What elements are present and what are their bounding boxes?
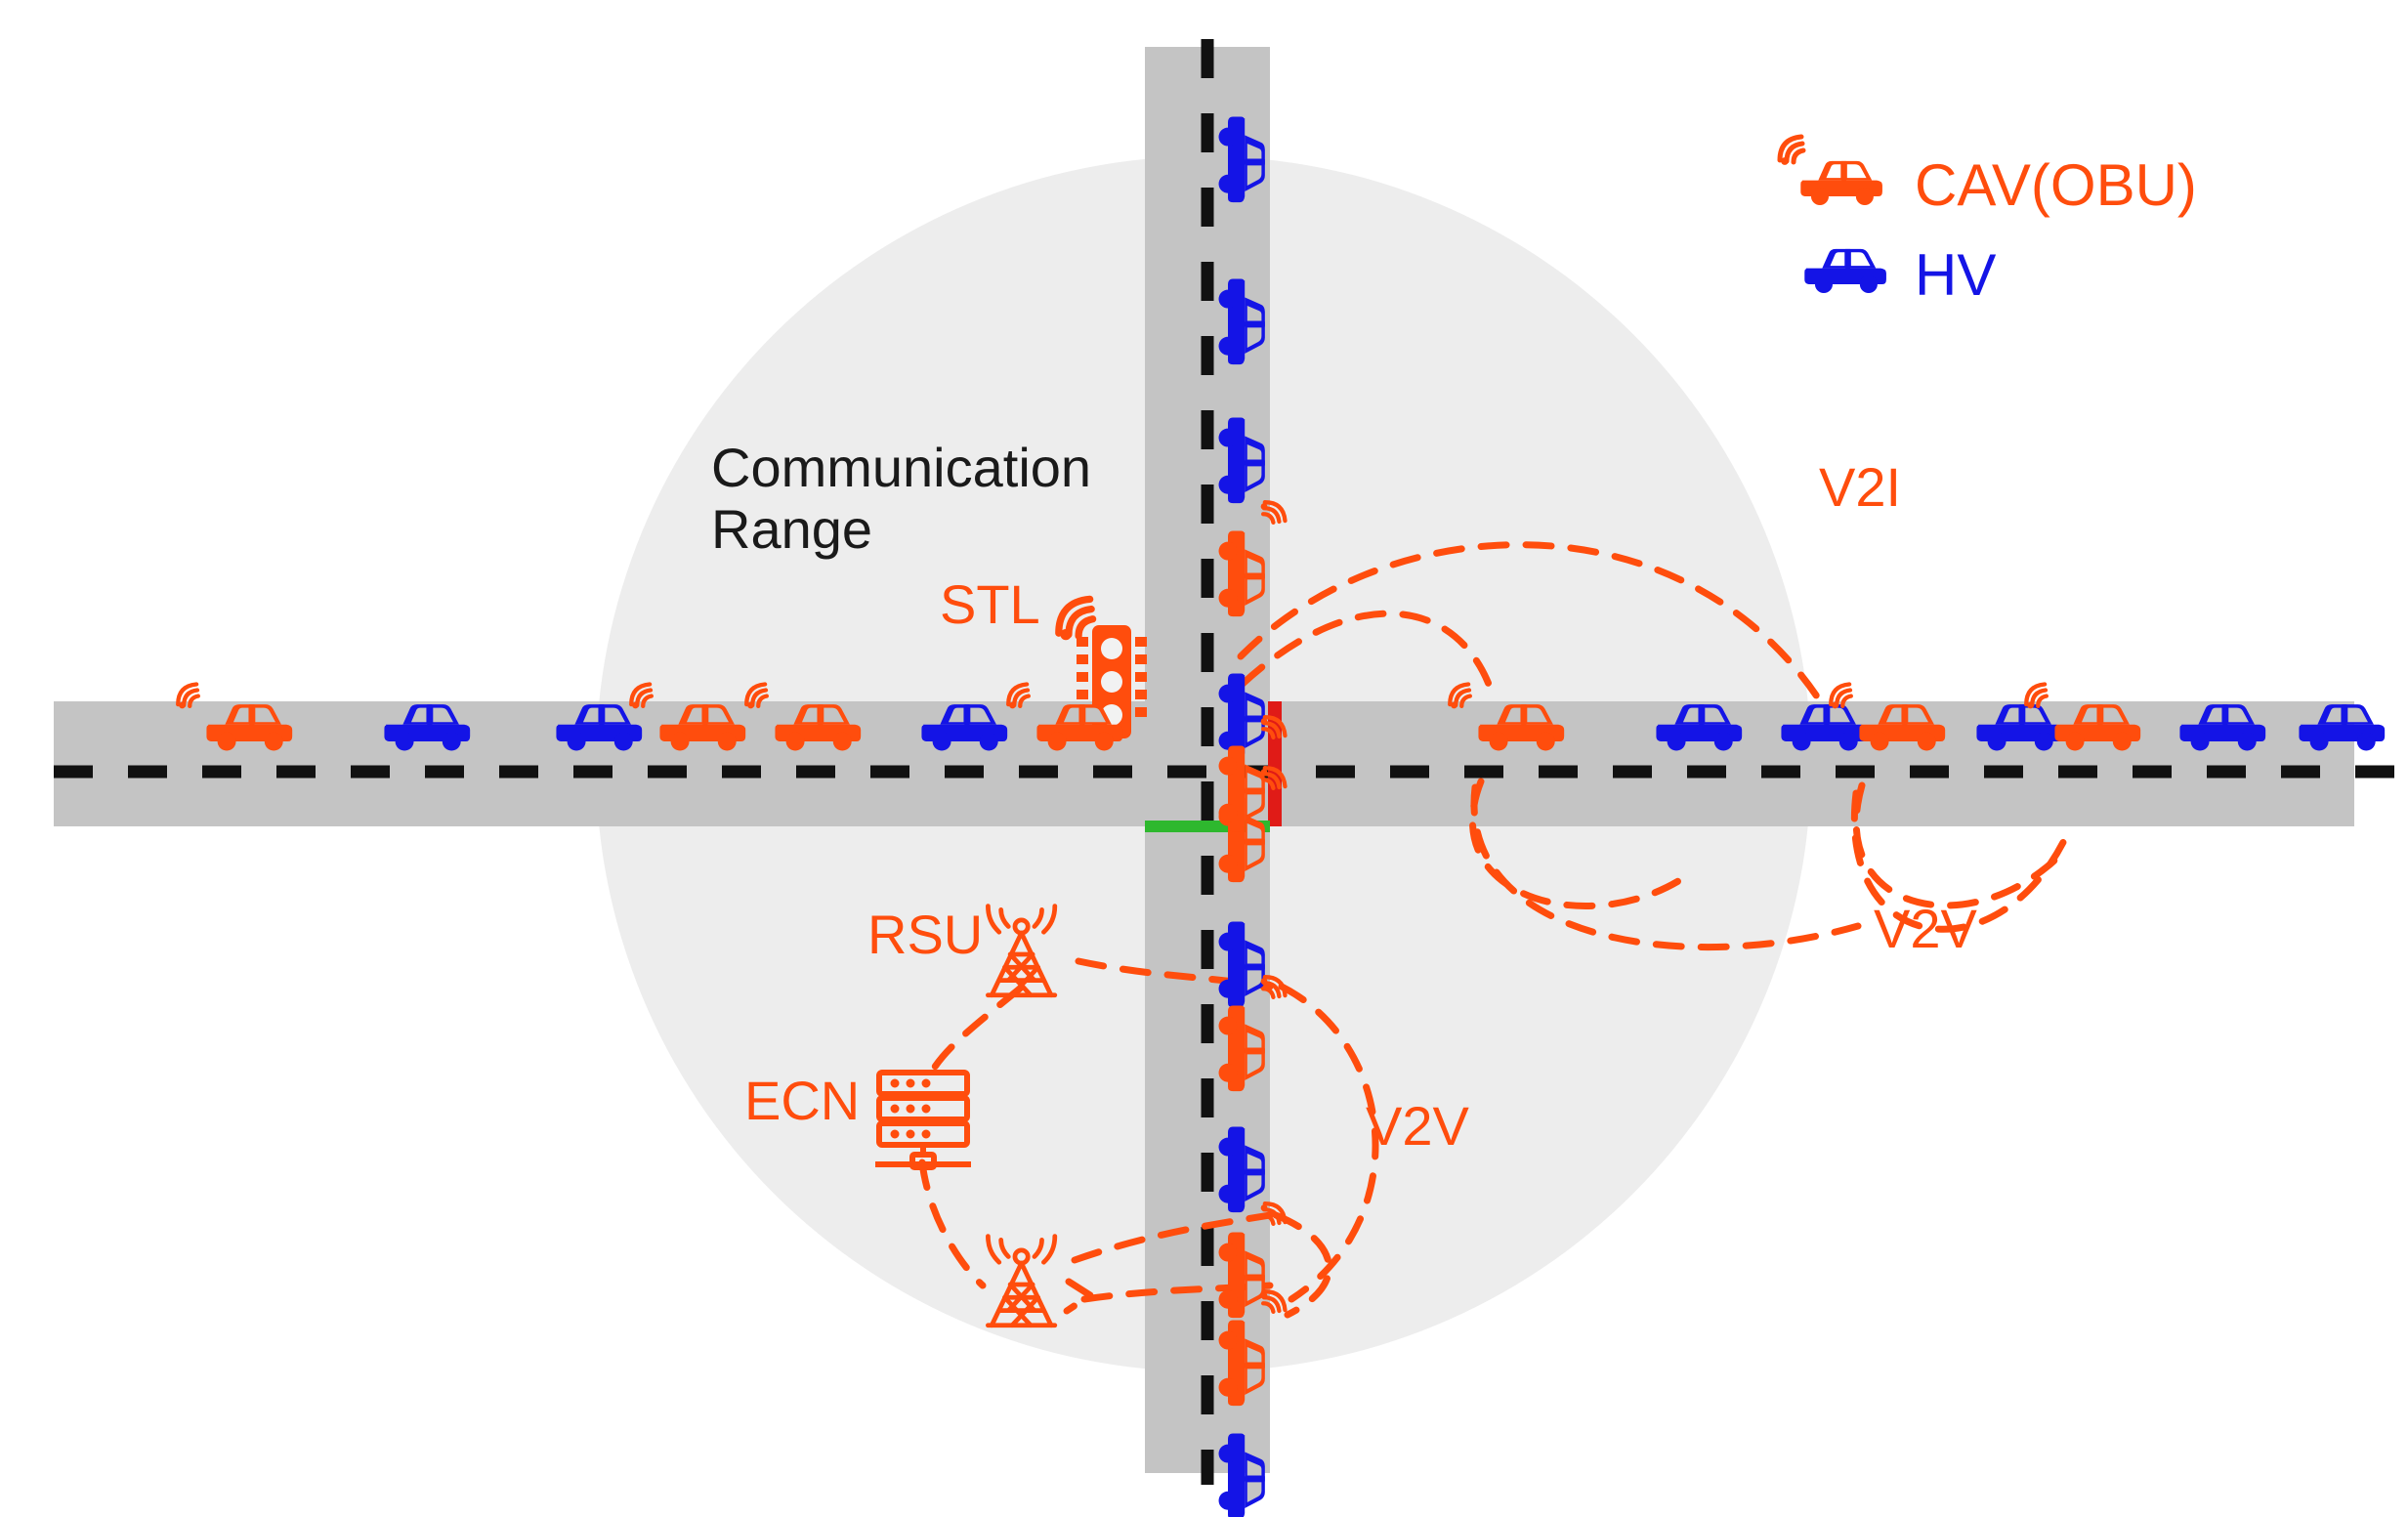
v2i-links [1237, 541, 1823, 705]
v2v-arc-d [1850, 789, 2073, 933]
communication-range-label: Communication Range [711, 437, 1092, 560]
ecn-label: ECN [744, 1070, 861, 1131]
v2v-arc-a [1469, 778, 1682, 909]
v2v-arc-f [1272, 1211, 1332, 1319]
rsu-label: RSU [867, 904, 984, 965]
v2i-arc-inner [1239, 610, 1499, 705]
legend-cav-icon [1800, 160, 1882, 206]
v2v-arc-c [1852, 781, 2059, 909]
lower-rsu-arrow [1063, 1278, 1097, 1315]
legend-label-cav: CAV(OBU) [1915, 152, 2197, 218]
v2v-label-bottom: V2V [1366, 1095, 1469, 1157]
v2v-arc-e [1278, 983, 1379, 1303]
v2i-label: V2I [1819, 456, 1902, 518]
stl-label: STL [940, 573, 1040, 635]
rsu-to-cav-link [1075, 957, 1274, 990]
rsu-to-ecn-link [926, 985, 1024, 1078]
ecn-to-lower-rsu-link [918, 1159, 987, 1289]
v2v-label-right: V2V [1874, 898, 1977, 959]
legend-label-hv: HV [1915, 242, 1997, 308]
v2v-arc-b [1470, 783, 1862, 950]
legend-hv-icon [1804, 248, 1886, 294]
legend-cav-wifi-icon [1780, 137, 1803, 164]
lower-rsu-to-cav-link2 [1071, 1211, 1274, 1264]
v2i-arc-outer [1237, 541, 1823, 703]
v2v-links-bottom [1272, 983, 1379, 1319]
lower-rsu-to-cav-link [1080, 1282, 1274, 1303]
rsu-ecn-links [918, 957, 1274, 1315]
v2v-links-right [1469, 778, 2073, 950]
